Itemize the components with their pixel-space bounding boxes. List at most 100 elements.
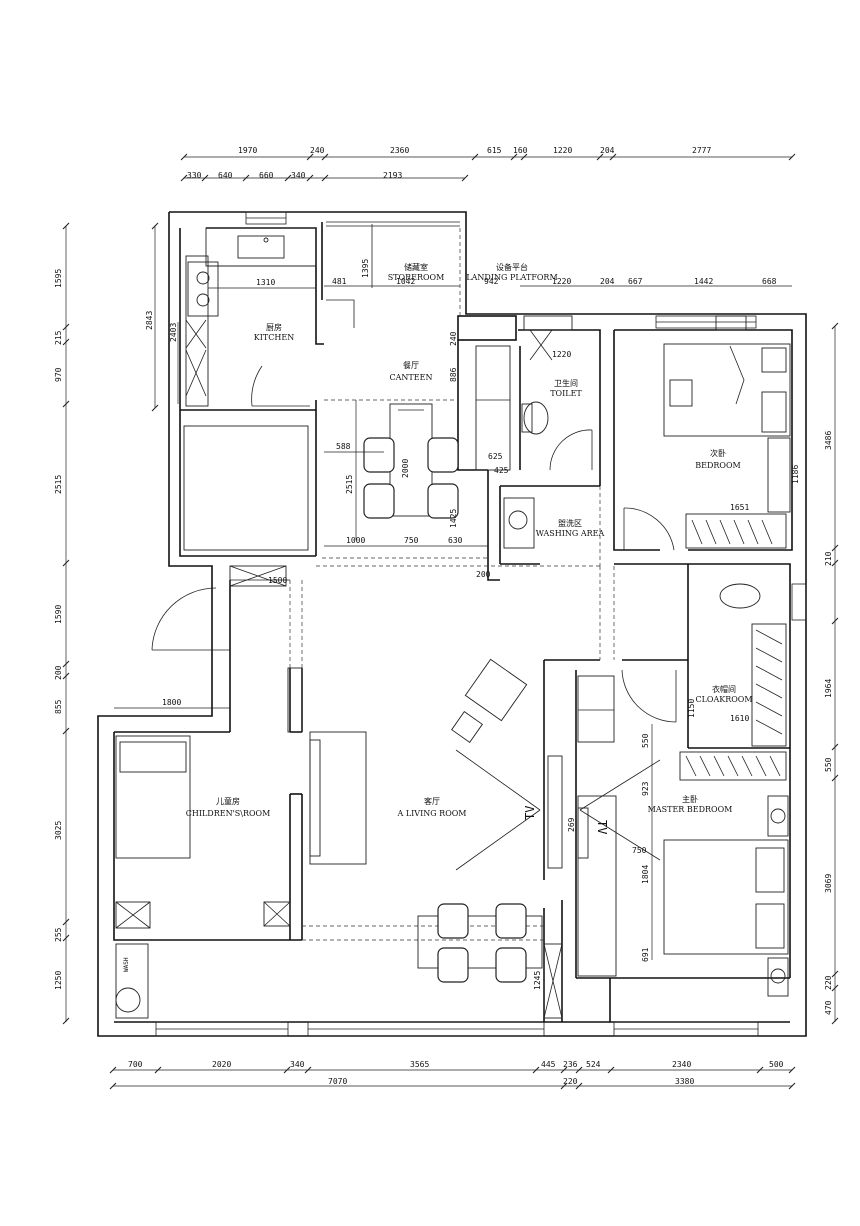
dim-1651: 1651 xyxy=(730,503,749,512)
tv-label-left: TV xyxy=(523,806,537,820)
chair-icon xyxy=(495,947,527,983)
dining-set xyxy=(363,345,511,519)
dim-550-v: 550 xyxy=(641,733,650,748)
cloakroom-label-en: CLOAKROOM xyxy=(695,695,752,704)
chair-icon xyxy=(427,437,459,473)
dim-right-210: 210 xyxy=(824,551,833,566)
dim-2843: 2843 xyxy=(145,311,154,330)
toilet-label-en: TOILET xyxy=(550,389,582,398)
dim-2515-v: 2515 xyxy=(345,475,354,494)
dim-bottom-220: 220 xyxy=(563,1077,578,1086)
sink-icon xyxy=(237,235,285,259)
dim-1220-b: 1220 xyxy=(552,277,571,286)
children-label-en: CHILDREN'S\ROOM xyxy=(186,809,271,818)
platform-label-en: LANDING PLATFORM xyxy=(466,273,557,282)
dim-top-204: 204 xyxy=(600,146,615,155)
dim-1245: 1245 xyxy=(533,971,542,990)
dim-top-2360: 2360 xyxy=(390,146,409,155)
storeroom-label-en: STOREROOM xyxy=(388,273,445,282)
master-label-en: MASTER BEDROOM xyxy=(648,805,733,814)
cloakroom-label-zh: 衣帽间 xyxy=(712,684,736,694)
dim-2000: 2000 xyxy=(401,459,410,478)
dim-1150: 1150 xyxy=(687,699,696,718)
living-room-furniture xyxy=(309,658,661,983)
dim-top-640: 640 xyxy=(218,171,233,180)
dim-1220-v: 1220 xyxy=(552,350,571,359)
dim-top-1220: 1220 xyxy=(553,146,572,155)
toilet-label-zh: 卫生间 xyxy=(554,378,578,388)
dim-1000: 1000 xyxy=(346,536,365,545)
chair-icon xyxy=(363,437,395,473)
dim-left-970: 970 xyxy=(54,367,63,382)
master-label-zh: 主卧 xyxy=(682,794,698,804)
bedroom-label-zh: 次卧 xyxy=(710,448,726,458)
dim-269: 269 xyxy=(567,817,576,832)
dim-630: 630 xyxy=(448,536,463,545)
dim-bottom-340: 340 xyxy=(290,1060,305,1069)
tv-label-right: TV xyxy=(595,820,609,834)
bed-icon xyxy=(663,343,791,437)
dim-942: 942 xyxy=(484,277,499,286)
dim-1442: 1442 xyxy=(694,277,713,286)
dim-1186: 1186 xyxy=(791,465,800,484)
canteen-label-en: CANTEEN xyxy=(390,373,433,382)
dim-425: 425 xyxy=(494,466,509,475)
dim-top-330: 330 xyxy=(187,171,202,180)
dim-right-220: 220 xyxy=(824,975,833,990)
dim-left-200: 200 xyxy=(54,665,63,680)
dim-top-2193: 2193 xyxy=(383,171,402,180)
dim-668: 668 xyxy=(762,277,777,286)
dim-691: 691 xyxy=(641,947,650,962)
dim-top-1970: 1970 xyxy=(238,146,257,155)
dim-right-1964: 1964 xyxy=(824,679,833,698)
dim-bottom-500: 500 xyxy=(769,1060,784,1069)
table xyxy=(417,915,543,969)
living-label-zh: 客厅 xyxy=(424,796,440,806)
washing-label-zh: 盥洗区 xyxy=(558,518,582,528)
toilet-icon xyxy=(523,401,549,435)
doors xyxy=(151,365,677,723)
dim-bottom-7070: 7070 xyxy=(328,1077,347,1086)
dim-1425: 1425 xyxy=(449,509,458,528)
dim-bottom-3380: 3380 xyxy=(675,1077,694,1086)
bed-icon xyxy=(115,735,191,859)
dim-right-3069: 3069 xyxy=(824,874,833,893)
dim-top-615: 615 xyxy=(487,146,502,155)
dim-750: 750 xyxy=(404,536,419,545)
toilet-fixtures xyxy=(503,315,573,549)
washing-machine-icon xyxy=(115,987,141,1013)
dim-481: 481 xyxy=(332,277,347,286)
storeroom-label-zh: 储藏室 xyxy=(404,262,428,272)
bedroom-label-en: BEDROOM xyxy=(695,461,740,470)
dim-1395: 1395 xyxy=(361,259,370,278)
dim-top-340: 340 xyxy=(291,171,306,180)
dining-table xyxy=(389,403,433,517)
dimension-ticks xyxy=(62,153,839,1090)
dim-750-b: 750 xyxy=(632,846,647,855)
kitchen-fixtures xyxy=(183,227,317,551)
dim-1800: 1800 xyxy=(162,698,181,707)
dim-left-1595: 1595 xyxy=(54,269,63,288)
dim-bottom-236: 236 xyxy=(563,1060,578,1069)
wardrobe xyxy=(685,513,787,549)
dim-top-660: 660 xyxy=(259,171,274,180)
bedroom-furniture xyxy=(663,315,791,549)
toilet-icon xyxy=(719,583,761,609)
kitchen-label-en: KITCHEN xyxy=(254,333,294,342)
washing-label-en: WASHING AREA xyxy=(536,529,605,538)
dim-1310: 1310 xyxy=(256,278,275,287)
dim-left-1250: 1250 xyxy=(54,971,63,990)
dim-588: 588 xyxy=(336,442,351,451)
dim-2403: 2403 xyxy=(169,323,178,342)
dim-200: 200 xyxy=(476,570,491,579)
dashed-outlines xyxy=(289,228,615,941)
armchair-icon xyxy=(464,658,528,722)
dim-right-550: 550 xyxy=(824,757,833,772)
dim-1610: 1610 xyxy=(730,714,749,723)
dim-204-b: 204 xyxy=(600,277,615,286)
dimension-lines xyxy=(65,156,836,1087)
windows xyxy=(155,211,807,1037)
wash-label: WASH xyxy=(123,957,130,972)
dim-left-3025: 3025 xyxy=(54,821,63,840)
